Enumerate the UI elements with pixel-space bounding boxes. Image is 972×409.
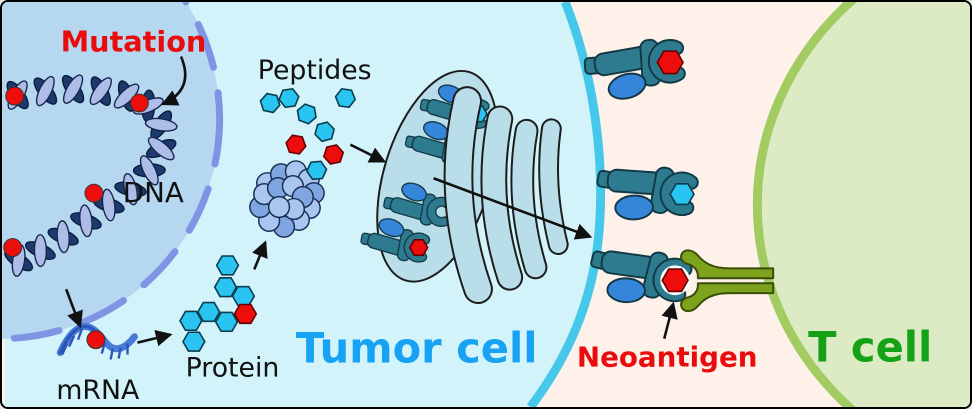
mutation-dot [130,93,149,113]
dna-helix [3,74,178,277]
golgi-stacks [443,86,569,305]
arrow-loading [349,143,387,163]
label-mrna: mRNA [56,375,140,406]
mutation-dot [84,183,104,203]
arrow-transcription [64,288,83,329]
presented-peptide-hexagon [669,183,695,206]
arrow-mutation [160,55,187,106]
flow-arrows [64,55,678,347]
mutation-dot [3,238,23,257]
arrow-neoantigen-pointer [661,301,678,339]
mhc-peptide-hexagon [408,239,429,257]
label-t-cell: T cell [808,322,932,371]
t-cell-body [752,2,970,407]
mrna-mutation-dot [86,330,106,350]
mrna-strand [56,323,138,360]
arrow-translation [137,329,173,347]
arrow-transport [433,177,593,240]
label-peptides: Peptides [258,55,372,86]
neoantigen-hexagon [661,268,689,293]
label-neoantigen: Neoantigen [577,340,758,373]
nucleus [2,2,224,343]
mutant-residue-hexagon [233,303,258,325]
label-tumor-cell: Tumor cell [296,323,538,372]
arrow-degradation [252,240,268,270]
label-protein: Protein [186,352,280,383]
mutation-dot [5,86,25,106]
t-cell-receptor [680,249,775,313]
label-mutation: Mutation [61,25,207,59]
nuclear-envelope [2,2,224,343]
label-dna: DNA [123,176,184,209]
presented-neoantigen-hexagon [656,50,684,75]
